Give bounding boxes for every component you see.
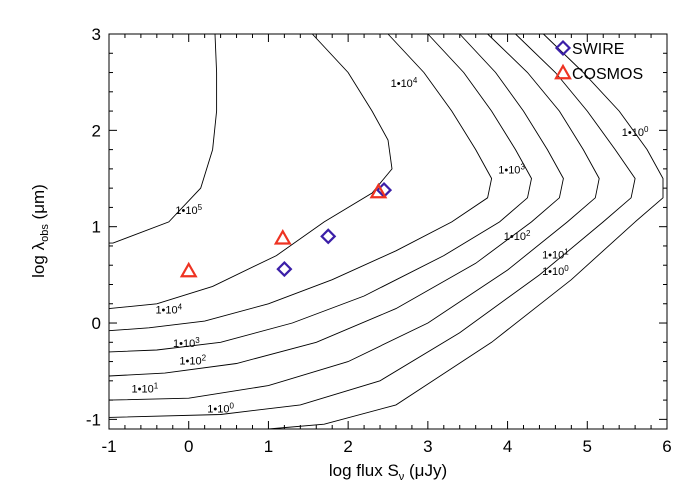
contour-label: 1•104 (155, 302, 182, 316)
contour-label: 1•101 (132, 381, 159, 395)
y-tick-label: 2 (92, 121, 101, 140)
contour-line (268, 33, 664, 430)
contour-line (109, 33, 218, 244)
x-tick-label: 0 (184, 437, 193, 456)
x-axis-label: log flux Sν (μJy) (329, 461, 447, 483)
contour-line (108, 33, 600, 401)
swire-point (320, 228, 337, 245)
x-tick-label: 1 (264, 437, 273, 456)
contour-line (108, 33, 564, 377)
contour-label: 1•102 (179, 353, 206, 367)
y-tick-label: -1 (86, 410, 101, 429)
contour-label: 1•103 (498, 163, 525, 177)
legend: SWIRE COSMOS (554, 39, 643, 83)
swire-point (276, 261, 293, 278)
contour-line (108, 33, 636, 418)
axis-ticks: -1 0 1 2 3 4 5 6 -1 0 1 2 3 (86, 25, 672, 456)
x-tick-label: 5 (583, 437, 592, 456)
legend-swire-marker (554, 39, 572, 57)
x-tick-label: 6 (662, 437, 671, 456)
x-tick-label: 4 (503, 437, 512, 456)
y-tick-label: 0 (92, 314, 101, 333)
legend-label: COSMOS (572, 66, 643, 83)
x-tick-label: -1 (101, 437, 116, 456)
data-points (179, 182, 393, 278)
cosmos-point (369, 182, 388, 199)
legend-label: SWIRE (572, 41, 624, 58)
y-tick-label: 3 (92, 25, 101, 44)
contour-label: 1•105 (175, 203, 202, 217)
contour-label: 1•100 (207, 402, 234, 416)
contour-label: 1•104 (391, 76, 418, 90)
contour-label: 1•100 (622, 125, 649, 139)
cosmos-point (273, 229, 292, 245)
contour-line (108, 33, 393, 310)
contour-lines: 1•105 1•104 1•104 1•103 1•103 1•102 1•102 1•101… (108, 33, 664, 430)
x-tick-label: 3 (423, 437, 432, 456)
contour-line (108, 33, 532, 353)
cosmos-point (179, 261, 198, 278)
y-axis-label: log λobs (μm) (29, 184, 51, 278)
x-tick-label: 2 (343, 437, 352, 456)
contour-label: 1•102 (504, 229, 531, 243)
y-tick-label: 1 (92, 218, 101, 237)
contour-line (108, 33, 493, 332)
contour-label: 1•103 (173, 336, 200, 350)
contour-label: 1•100 (542, 264, 569, 278)
legend-cosmos-marker (554, 63, 572, 80)
contour-label: 1•101 (542, 247, 569, 261)
